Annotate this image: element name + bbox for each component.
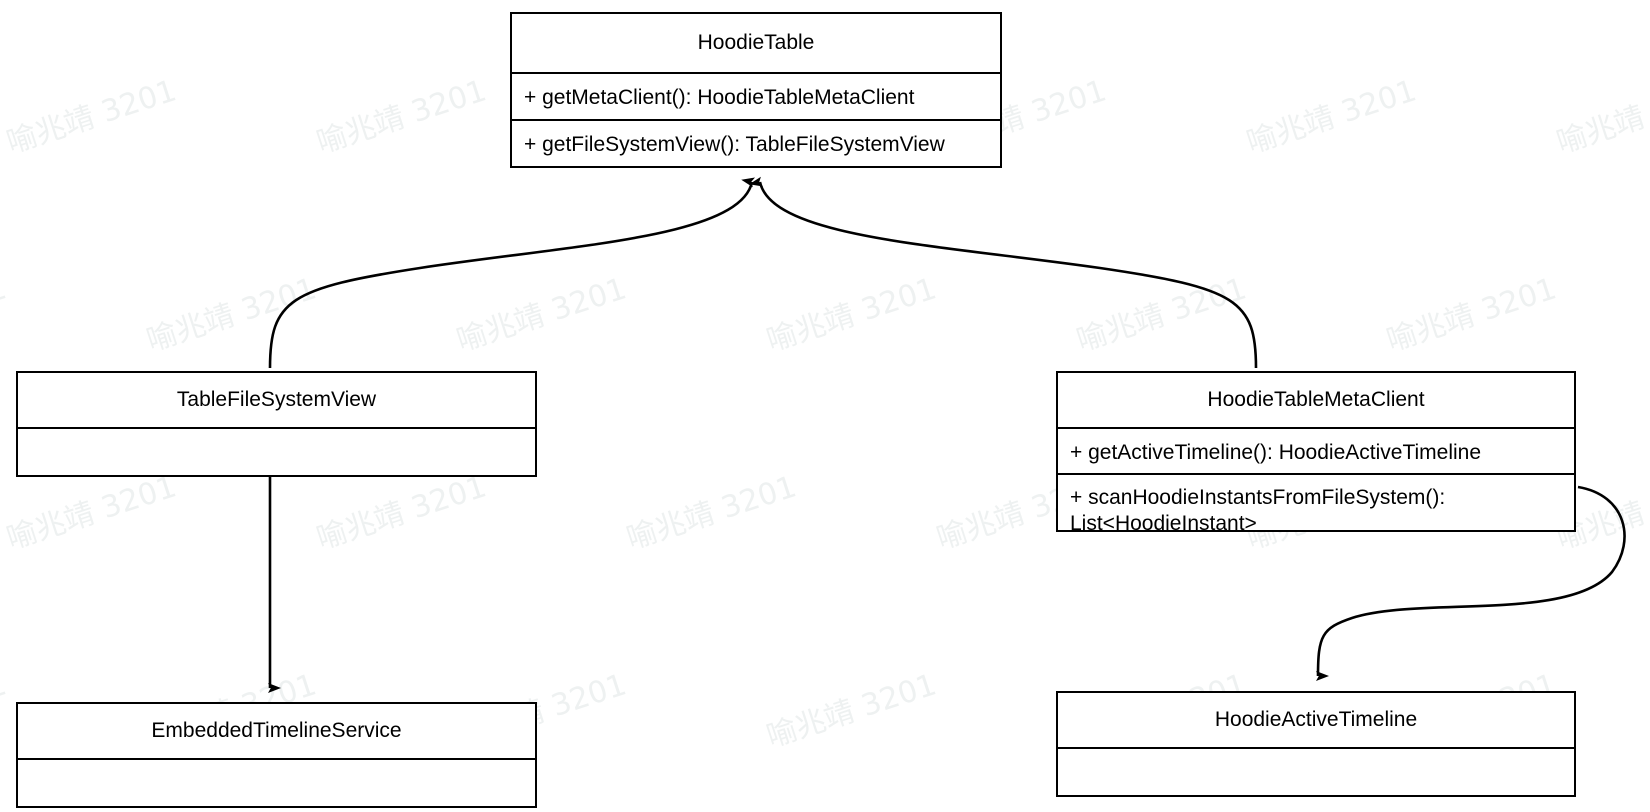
class-title-hoodie-table-meta-client: HoodieTableMetaClient [1207, 388, 1425, 411]
class-box-hoodie-active-timeline[interactable]: HoodieActiveTimeline [1056, 691, 1576, 797]
class-box-hoodie-table[interactable]: HoodieTable + getMetaClient(): HoodieTab… [510, 12, 1002, 168]
watermark-tile: 喻兆靖 3201 [1242, 73, 1421, 161]
class-title-hoodie-table: HoodieTable [697, 31, 815, 54]
class-title-table-file-system-view: TableFileSystemView [176, 388, 377, 411]
watermark-tile: 喻兆靖 3201 [622, 469, 801, 557]
class-members-hoodie-active-timeline [1058, 747, 1574, 795]
watermark-tile: 喻兆靖 3201 [142, 271, 321, 359]
class-title-hoodie-active-timeline: HoodieActiveTimeline [1214, 708, 1418, 731]
class-method-hoodie-table-meta-client-0: + getActiveTimeline(): HoodieActiveTimel… [1058, 427, 1574, 473]
watermark-tile: 喻兆靖 3201 [0, 271, 11, 359]
class-method-hoodie-table-0: + getMetaClient(): HoodieTableMetaClient [512, 72, 1000, 119]
class-members-table-file-system-view [18, 427, 535, 475]
watermark-tile: 喻兆靖 3201 [312, 73, 491, 161]
watermark-tile: 喻兆靖 3201 [452, 271, 631, 359]
watermark-tile: 喻兆靖 3201 [2, 73, 181, 161]
class-box-hoodie-table-meta-client[interactable]: HoodieTableMetaClient + getActiveTimelin… [1056, 371, 1576, 535]
class-members-embedded-timeline-service [18, 758, 535, 806]
class-method-hoodie-table-meta-client-1: + scanHoodieInstantsFromFileSystem(): Li… [1058, 473, 1574, 535]
class-title-embedded-timeline-service: EmbeddedTimelineService [151, 719, 402, 742]
watermark-tile: 喻兆靖 3201 [1072, 271, 1251, 359]
edge-hoodietablemetaclient-to-hoodietable [749, 176, 1258, 369]
watermark-tile: 喻兆靖 3201 [762, 271, 941, 359]
edge-tablefilesystemview-to-hoodietable [268, 177, 756, 369]
watermark-tile: 喻兆靖 3201 [762, 667, 941, 755]
class-box-table-file-system-view[interactable]: TableFileSystemView [16, 371, 537, 477]
watermark-tile: 喻兆靖 3201 [1382, 271, 1561, 359]
watermark-tile: 喻兆靖 3201 [0, 667, 11, 755]
class-method-hoodie-table-1: + getFileSystemView(): TableFileSystemVi… [512, 119, 1000, 166]
watermark-tile: 喻兆靖 3201 [1552, 73, 1650, 161]
class-box-embedded-timeline-service[interactable]: EmbeddedTimelineService [16, 702, 537, 808]
